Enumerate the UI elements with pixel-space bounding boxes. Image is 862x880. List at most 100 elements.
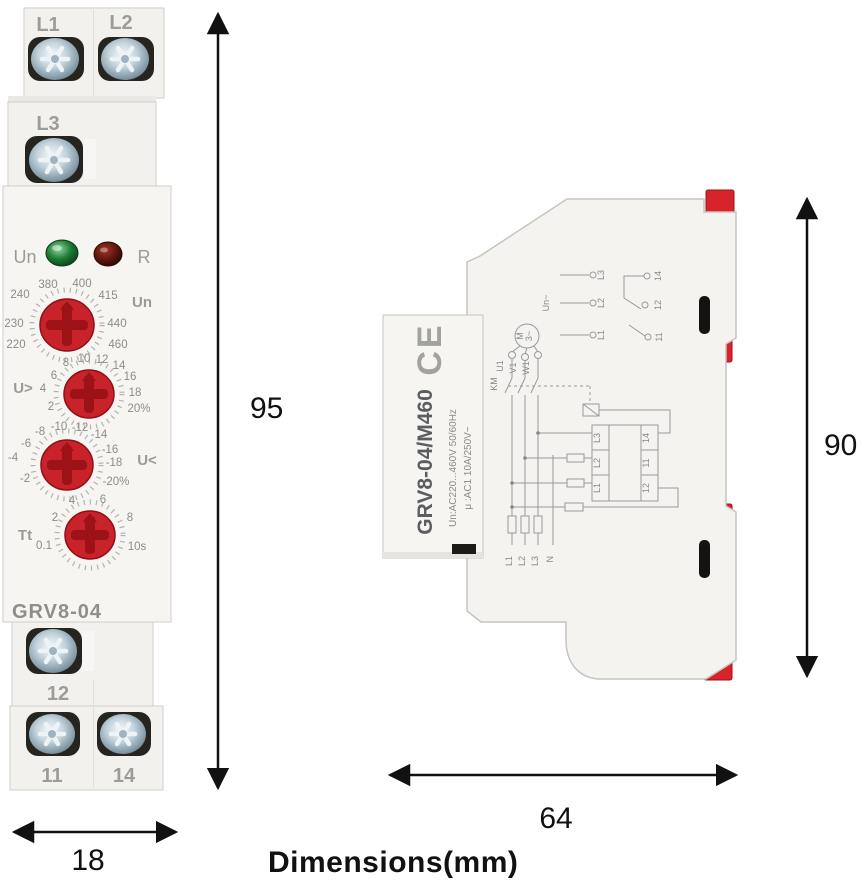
led-r-label: R [138, 247, 151, 267]
dial-uu-knob [40, 439, 94, 491]
front-width-value: 18 [71, 844, 104, 877]
dial-uu-scale: -4 [8, 452, 19, 464]
terminal-11-label: 11 [41, 765, 62, 787]
screw-terminal-l3-icon [25, 136, 83, 183]
front-terminal-11-14-section: 11 14 [9, 705, 164, 791]
diagram-box-12: 12 [641, 483, 651, 493]
dial-uo-scale: 10 [78, 353, 91, 365]
dial-tt-ticks [54, 499, 126, 571]
front-model-label: GRV8-04 [12, 601, 102, 623]
dial-uo-scale: 14 [113, 360, 126, 372]
dial-uu-label: U< [137, 452, 157, 469]
front-step-divider [8, 96, 156, 102]
front-terminal-12-section: 12 [11, 621, 154, 707]
diagram-supply-l2: L2 [517, 556, 527, 566]
diagram-motor-w1: W1 [521, 361, 531, 375]
ce-mark: CE [411, 322, 449, 375]
dial-tt-scale: 6 [100, 494, 106, 506]
side-label-box: CE GRV8-04/M460 Un:AC220...460V 50/60Hz … [382, 314, 484, 559]
dial-tt-scale: 10s [128, 541, 147, 553]
dial-uo-knob [63, 369, 115, 419]
side-housing [466, 198, 737, 680]
front-height-value: 95 [250, 392, 283, 425]
diagram-un-label: Un~ [541, 295, 551, 312]
dial-undervoltage: -10 -12 -8 -14 -6 -16 -4 -18 -2 -20% U< [8, 421, 157, 502]
dial-tt-label: Tt [18, 527, 32, 544]
diagram-supply-l3: L3 [530, 556, 540, 566]
dial-uu-scale: -16 [102, 444, 119, 456]
dial-un: 380 400 240 415 230 440 220 460 Un [4, 278, 152, 363]
label-box-mark [452, 544, 476, 554]
led-un-label: Un [13, 247, 36, 267]
dimensions-caption: Dimensions(mm) [268, 846, 518, 879]
terminal-notch [84, 139, 96, 179]
dial-uu-scale: -20% [103, 476, 130, 488]
diagram-relay-11: 11 [654, 332, 664, 341]
terminal-l3-label: L3 [36, 113, 59, 135]
terminal-notch [82, 631, 94, 671]
screw-terminal-14-icon [97, 712, 151, 756]
side-height-value: 90 [824, 429, 857, 462]
dial-un-scale: 415 [98, 290, 117, 302]
dial-uo-scale: 4 [40, 383, 47, 395]
dial-uo-scale: 16 [124, 371, 137, 383]
terminal-14-label: 14 [113, 765, 136, 787]
screw-terminal-l1-icon [28, 37, 84, 81]
diagram-input-l2: L2 [596, 298, 606, 308]
front-main-body: Un R 380 400 240 415 230 440 220 460 Un [2, 185, 172, 623]
vent-slot-upper [699, 296, 710, 334]
diagram-box-l3: L3 [592, 433, 602, 443]
dial-tt-scale: 4 [69, 495, 76, 507]
diagram-motor-u1: U1 [495, 360, 505, 372]
front-top-terminal-section: L1 L2 [23, 7, 165, 99]
dial-tt-knob [64, 510, 116, 560]
side-model-label: GRV8-04/M460 [414, 389, 437, 535]
dial-uu-scale: -8 [35, 426, 45, 438]
dial-tt-scale: 0.1 [36, 540, 52, 552]
diagram-input-l1: L1 [596, 330, 606, 340]
dial-uu-ticks [30, 428, 104, 502]
screw-terminal-11-icon [26, 712, 80, 756]
dial-un-scale: 230 [4, 318, 23, 330]
diagram-km-label: KM [489, 377, 499, 391]
dial-un-scale: 400 [72, 278, 91, 290]
diagram-relay-12: 12 [653, 300, 663, 310]
dial-un-scale: 220 [6, 339, 25, 351]
diagram-box-11: 11 [641, 458, 651, 467]
vent-slot-lower [699, 540, 710, 578]
dial-un-label: Un [132, 294, 152, 311]
side-spec-line1: Un:AC220...460V 50/60Hz [448, 409, 459, 527]
dial-uu-scale: -2 [20, 473, 30, 485]
dial-un-scale: 460 [108, 339, 127, 351]
dial-time: 4 6 2 8 0.1 10s Tt [18, 494, 147, 571]
diagram-box-l2: L2 [592, 458, 602, 468]
green-led-icon [45, 239, 79, 267]
diagram-box-l1: L1 [592, 483, 602, 493]
screw-terminal-12-icon [26, 628, 82, 674]
diagram-box-14: 14 [641, 433, 651, 443]
dial-un-scale: 440 [107, 318, 126, 330]
dial-tt-scale: 2 [52, 512, 58, 524]
dial-uo-label: U> [13, 380, 33, 397]
dial-un-ticks [29, 287, 105, 363]
dial-uu-scale: -10 [51, 421, 68, 433]
dial-un-scale: 240 [10, 289, 29, 301]
terminal-l2-label: L2 [109, 12, 132, 34]
dial-uo-ticks [53, 358, 125, 430]
dial-uo-scale: 6 [51, 370, 57, 382]
dial-uo-scale: 8 [63, 357, 69, 369]
terminal-12-label: 12 [47, 683, 69, 705]
diagram-relay-14: 14 [653, 271, 663, 281]
dial-uo-scale: 12 [96, 354, 109, 366]
terminal-l1-label: L1 [36, 14, 59, 36]
diagram-motor-phase: 3~ [524, 331, 534, 341]
dial-uu-scale: -18 [106, 457, 123, 469]
diagram-input-l3: L3 [596, 270, 606, 280]
screw-terminal-l2-icon [98, 37, 154, 81]
wiring-diagram: L3 L2 L1 Un~ 14 12 11 M 3~ U1 V1 W1 KM [489, 270, 679, 566]
diagram-motor-v1: V1 [508, 362, 518, 373]
dial-un-scale: 380 [38, 279, 57, 291]
side-width-value: 64 [539, 802, 572, 835]
side-view: CE GRV8-04/M460 Un:AC220...460V 50/60Hz … [382, 189, 737, 681]
